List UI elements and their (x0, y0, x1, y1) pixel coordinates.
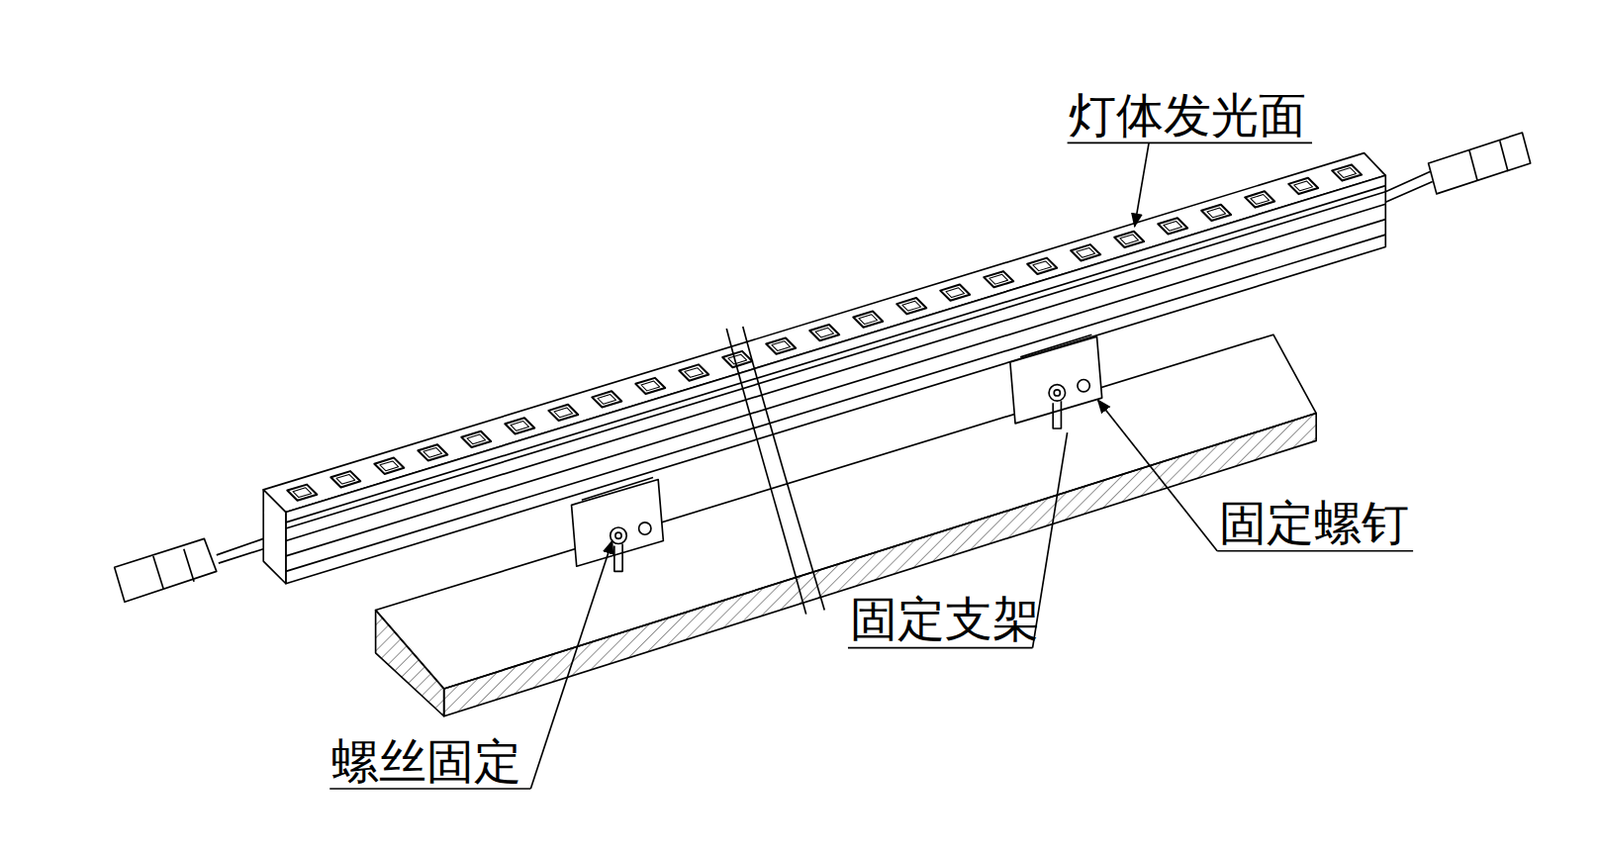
drawing-part (423, 447, 443, 458)
drawing-part (510, 420, 530, 431)
drawing-part (1428, 132, 1531, 194)
drawing-part (743, 326, 825, 611)
cable-connectors (114, 132, 1531, 602)
drawing-part (1217, 550, 1413, 553)
drawing-part (615, 532, 622, 539)
drawing-part (548, 404, 578, 421)
drawing-part (722, 351, 753, 368)
mounting-brackets (571, 334, 1103, 571)
drawing-part (329, 787, 531, 790)
leader-lines (329, 142, 1413, 789)
drawing-part (726, 328, 806, 615)
drawing-part (771, 341, 791, 352)
part-label: 灯体发光面 (1068, 90, 1307, 140)
drawing-part (1201, 204, 1231, 221)
drawing-part (263, 489, 286, 584)
drawing-part (847, 647, 1034, 650)
drawing-part (945, 287, 965, 298)
drawing-part (597, 394, 617, 405)
drawing-part (1070, 244, 1101, 261)
drawing-part (1157, 217, 1188, 234)
drawing-part (1033, 261, 1052, 272)
drawing-part (1134, 142, 1149, 227)
drawing-part (114, 538, 217, 602)
part-label: 固定螺钉 (1219, 497, 1410, 548)
drawing-part (858, 314, 878, 325)
drawing-part (153, 549, 194, 589)
drawing-part (591, 390, 622, 407)
drawing-part (1163, 221, 1183, 232)
drawing-part (1076, 247, 1096, 258)
drawing-part (639, 522, 652, 535)
drawing-part (1250, 194, 1270, 205)
drawing-part (678, 364, 709, 380)
drawing-part (728, 354, 748, 365)
drawing-part (635, 377, 665, 394)
drawing-part (1020, 334, 1092, 358)
drawing-part (216, 538, 264, 564)
drawing-part (1077, 379, 1090, 392)
drawing-part (263, 153, 1386, 513)
drawing-part (641, 380, 660, 391)
drawing-part (530, 540, 612, 789)
drawing-part (461, 431, 491, 448)
drawing-part (1067, 142, 1313, 145)
drawing-part (614, 544, 623, 572)
drawing-part (374, 458, 404, 474)
drawing-part (1337, 168, 1357, 179)
drawing-part (581, 477, 654, 501)
drawing-part (896, 297, 927, 314)
drawing-part (940, 284, 970, 301)
drawing-part (989, 274, 1009, 284)
drawing-part (1114, 231, 1144, 248)
drawing-part (1048, 384, 1065, 401)
drawing-part (1053, 389, 1060, 396)
drawing-part (902, 300, 922, 311)
drawing-part (571, 479, 664, 567)
drawing-part (417, 444, 448, 461)
drawing-part (1385, 171, 1432, 202)
drawing-part (815, 327, 835, 338)
drawing-part (1027, 258, 1057, 275)
drawing-part (684, 368, 704, 378)
led-array (286, 164, 1362, 500)
drawing-part (1331, 164, 1362, 181)
drawing-part (554, 407, 573, 418)
drawing-part (292, 487, 312, 498)
drawing-part (376, 610, 445, 717)
light-bar (263, 153, 1386, 584)
drawing-part (765, 337, 796, 354)
drawing-part (1010, 336, 1103, 424)
drawing-part (852, 311, 883, 328)
drawing-part (286, 484, 317, 501)
part-label: 固定支架 (849, 593, 1040, 644)
drawing-part (1052, 400, 1061, 429)
drawing-part (983, 271, 1014, 287)
drawing-part (379, 461, 399, 471)
drawing-part (336, 473, 356, 484)
drawing-part (1207, 207, 1226, 218)
drawing-part (1098, 399, 1219, 552)
part-label: 螺丝固定 (331, 736, 522, 786)
drawing-part (467, 434, 486, 445)
drawing-part (809, 324, 840, 341)
drawing-part (330, 470, 361, 487)
drawing-part (1294, 181, 1314, 191)
drawing-part (1469, 140, 1508, 181)
drawing-part (1244, 190, 1275, 207)
drawing-part (1120, 234, 1139, 245)
cable-tie (726, 326, 825, 615)
drawing-part (1288, 178, 1318, 194)
drawing-part (504, 417, 535, 434)
